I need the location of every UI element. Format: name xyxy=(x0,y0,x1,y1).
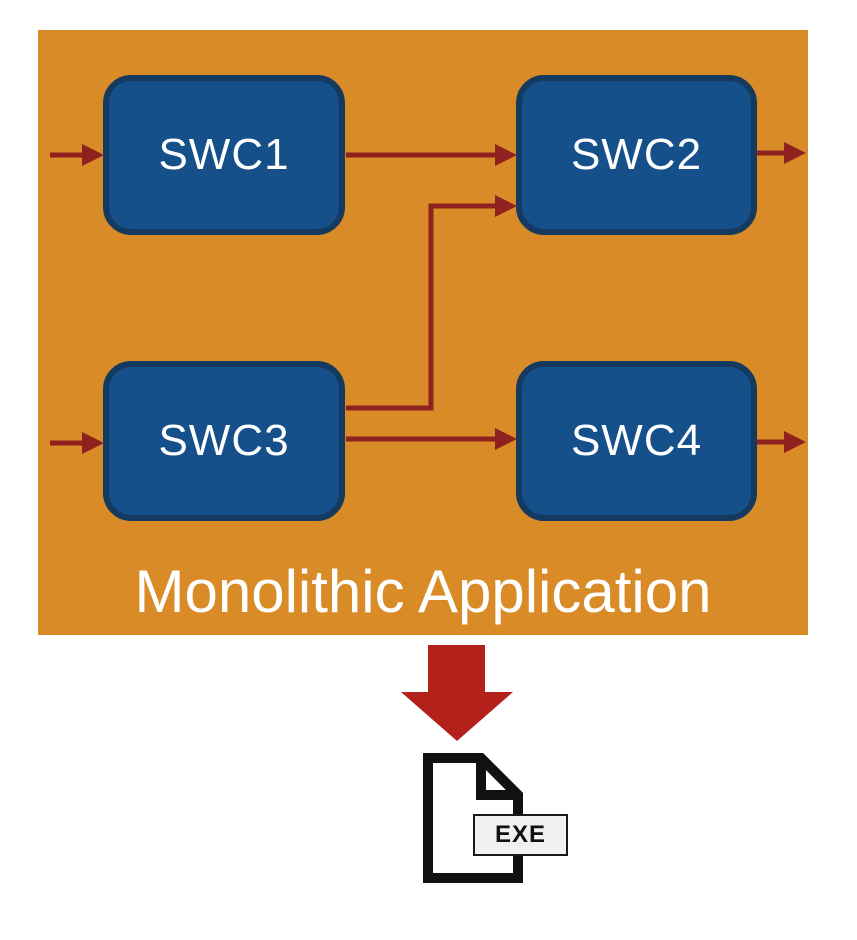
component-swc2-label: SWC2 xyxy=(570,130,703,179)
exe-file-badge: EXE xyxy=(473,814,568,856)
component-swc2: SWC2 xyxy=(516,75,757,235)
component-swc3: SWC3 xyxy=(103,361,345,521)
component-swc3-label: SWC3 xyxy=(158,416,290,465)
component-swc1: SWC1 xyxy=(103,75,345,235)
component-swc4-label: SWC4 xyxy=(570,416,703,465)
container-label: Monolithic Application xyxy=(134,558,712,625)
down-arrow-icon xyxy=(401,645,513,741)
component-swc4: SWC4 xyxy=(516,361,757,521)
exe-file-label: EXE xyxy=(494,821,547,848)
component-swc1-label: SWC1 xyxy=(158,130,290,179)
